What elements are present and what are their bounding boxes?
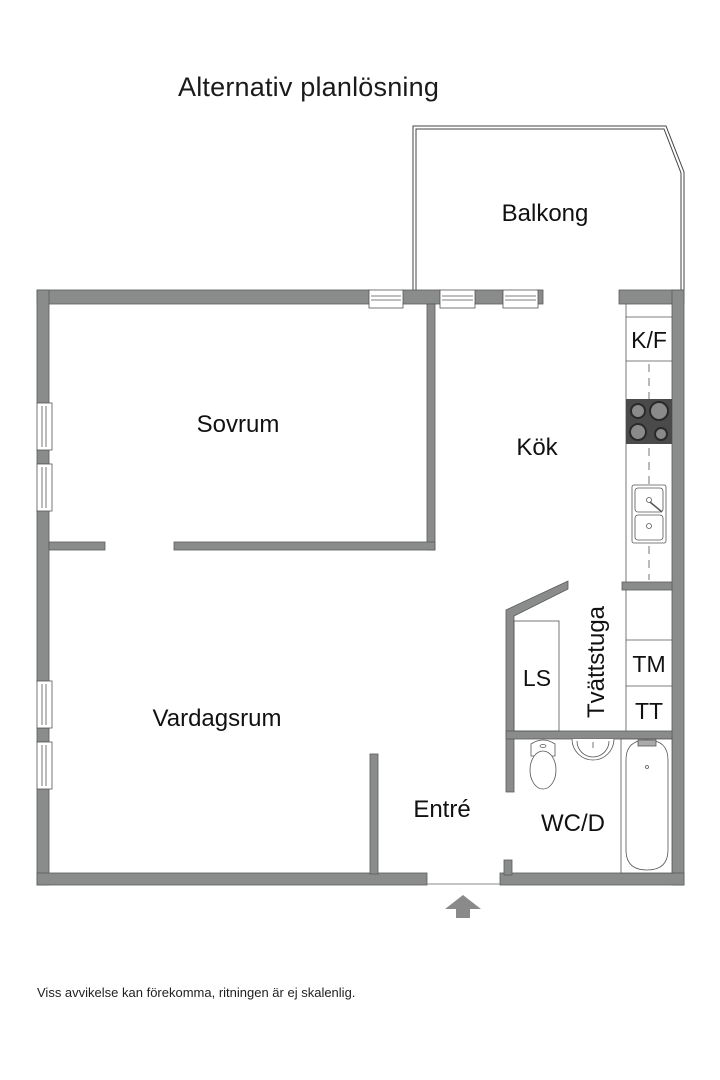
walls <box>36 289 685 886</box>
entrance-arrow-icon <box>445 895 481 918</box>
laundry-fixtures <box>513 590 672 732</box>
fixture-label-fridge-freezer: K/F <box>631 327 667 353</box>
room-label-bathroom: WC/D <box>541 810 605 837</box>
fixture-label-tumble-dryer: TT <box>635 698 663 724</box>
balcony-outline <box>412 125 685 290</box>
bathtub-icon <box>620 738 673 874</box>
washbasin-icon <box>571 738 615 761</box>
kitchen-sink-icon <box>631 484 667 544</box>
disclaimer-footnote: Viss avvikelse kan förekomma, ritningen … <box>37 985 356 1000</box>
room-label-kitchen: Kök <box>516 434 558 461</box>
plan-title: Alternativ planlösning <box>178 72 440 102</box>
fixture-label-linen-cabinet: LS <box>523 665 551 691</box>
windows <box>36 289 539 790</box>
toilet-icon <box>529 739 557 790</box>
fixture-label-washing-machine: TM <box>632 651 665 677</box>
room-label-entrance: Entré <box>413 796 470 823</box>
room-label-living-room: Vardagsrum <box>153 705 282 732</box>
room-label-bedroom: Sovrum <box>197 411 280 438</box>
room-label-laundry: Tvättstuga <box>583 605 610 718</box>
stove-icon <box>626 399 672 444</box>
room-label-balcony: Balkong <box>502 200 589 227</box>
